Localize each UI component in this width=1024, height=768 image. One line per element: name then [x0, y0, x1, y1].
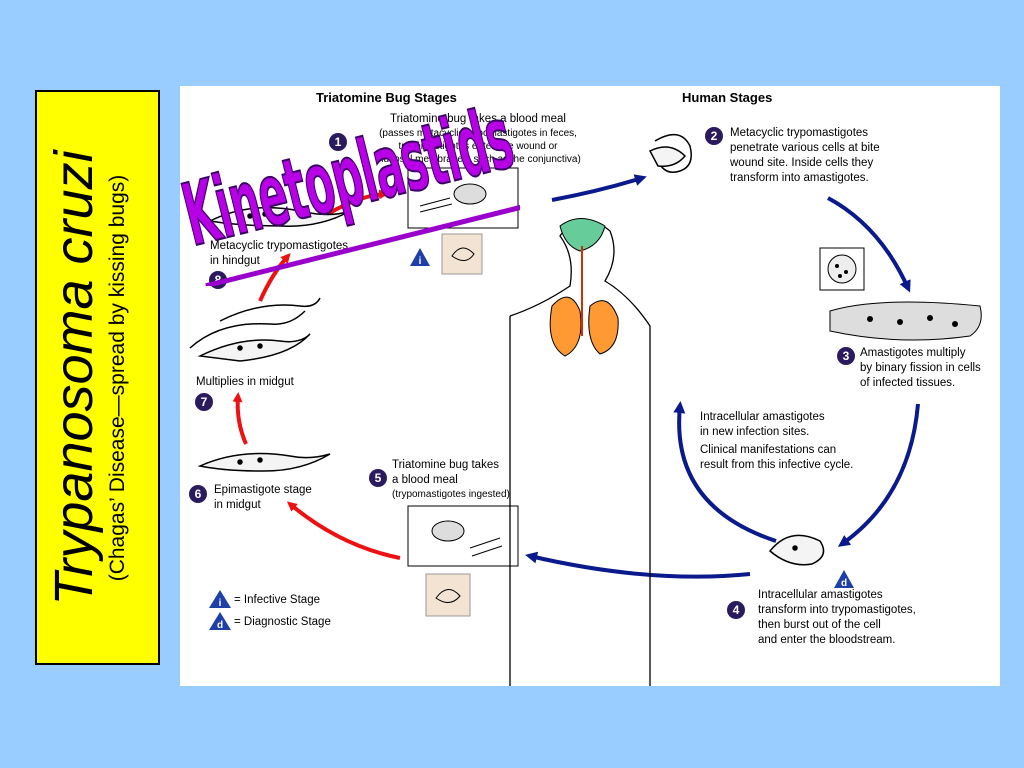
step-2: 2 Metacyclic trypomastigotes penetrate v…	[705, 127, 880, 184]
step-6-line-2: in midgut	[214, 499, 261, 511]
step-1-line-3: trypomastigotes enter bite wound or	[399, 141, 559, 152]
step-2-line-3: wound site. Inside cells they	[729, 157, 873, 169]
step-5-badge	[369, 469, 387, 487]
diagnostic-marker-letter: d	[841, 578, 847, 589]
step-4: 4 Intracellular amastigotes transform in…	[727, 589, 916, 646]
step-1-number: 1	[335, 135, 342, 149]
step-2-line-1: Metacyclic trypomastigotes	[730, 127, 868, 139]
step-7-number: 7	[201, 395, 208, 409]
step-1-line-1: Triatomine bug takes a blood meal	[390, 113, 566, 125]
step-4-line-1: Intracellular amastigotes	[758, 589, 883, 601]
step-3-line-1: Amastigotes multiply	[860, 347, 966, 359]
diagnostic-stage-label: = Diagnostic Stage	[234, 616, 331, 628]
step-5-line-2: a blood meal	[392, 474, 458, 486]
step-1-badge	[329, 133, 347, 151]
step-1-line-2: (passes metacyclic trypomastigotes in fe…	[379, 128, 577, 139]
arrow-6-to-7	[232, 392, 248, 445]
step-3-line-3: of infected tissues.	[860, 377, 955, 389]
step-5-line-3: (trypomastigotes ingested)	[392, 489, 510, 500]
arrow-3-to-4	[837, 403, 920, 547]
header-human-stages: Human Stages	[682, 90, 772, 105]
step-4-number: 4	[733, 603, 740, 617]
step-7: Multiplies in midgut 7	[195, 376, 295, 411]
arrow-reinfection	[673, 401, 777, 543]
step-1-line-4: mucosal membranes, such as the conjuncti…	[375, 154, 581, 165]
life-cycle-svg: Triatomine Bug Stages Human Stages 1 Tri…	[189, 90, 982, 686]
center-line-4: Clinical manifestations can	[700, 444, 836, 456]
step-8-line-1: Metacyclic trypomastigotes	[210, 240, 348, 252]
metacyclic-trypomastigote-drawing	[207, 206, 351, 227]
header-bug-stages: Triatomine Bug Stages	[316, 90, 457, 105]
step-2-line-4: transform into amastigotes.	[730, 172, 869, 184]
infective-stage-label: = Infective Stage	[234, 594, 320, 606]
midgut-parasites-drawing	[189, 297, 321, 362]
step-6-number: 6	[195, 487, 202, 501]
step-3-line-2: by binary fission in cells	[860, 362, 981, 374]
arrow-5-to-6	[286, 501, 401, 560]
bug-bite-inset-top	[407, 167, 519, 275]
step-2-badge	[705, 127, 723, 145]
arrow-1-to-2	[551, 174, 647, 202]
infective-icon-letter: i	[219, 598, 222, 609]
center-line-3: in new infection sites.	[700, 426, 809, 438]
title-panel: Trypanosoma cruzi (Chagas’ Disease—sprea…	[35, 90, 160, 665]
arrow-4-to-5	[525, 551, 751, 579]
diagnostic-marker-icon	[834, 570, 854, 588]
bug-bite-inset-bottom	[407, 505, 519, 617]
step-4-line-3: then burst out of the cell	[758, 619, 881, 631]
step-3: 3 Amastigotes multiply by binary fission…	[837, 347, 981, 389]
organism-name: Trypanosoma cruzi	[43, 149, 104, 606]
kinetoplastids-word: Kinetoplastids	[180, 89, 520, 267]
step-5-number: 5	[375, 471, 382, 485]
step-7-badge	[195, 393, 213, 411]
step-1: 1 Triatomine bug takes a blood meal (pas…	[329, 113, 581, 165]
center-notes: Intracellular amastigotes in new infecti…	[700, 411, 853, 471]
epimastigote-drawing	[197, 452, 331, 472]
step-8-number: 8	[215, 273, 222, 287]
step-2-line-2: penetrate various cells at bite	[730, 142, 880, 154]
trypomastigote-drawing-human	[648, 133, 692, 173]
infective-marker-letter: i	[419, 256, 422, 267]
step-6: 6 Epimastigote stage in midgut	[189, 484, 312, 511]
step-7-line-1: Multiplies in midgut	[196, 376, 295, 388]
step-4-badge	[727, 601, 745, 619]
step-6-line-1: Epimastigote stage	[214, 484, 312, 496]
infective-stage-icon	[209, 590, 231, 608]
kinetoplastids-underline	[205, 204, 520, 286]
center-line-5: result from this infective cycle.	[700, 459, 853, 471]
bloodstream-trypomastigote-drawing	[768, 534, 825, 566]
center-line-2: Intracellular amastigotes	[700, 411, 825, 423]
step-2-number: 2	[711, 129, 718, 143]
step-8: Metacyclic trypomastigotes in hindgut 8	[209, 240, 348, 289]
step-3-badge	[837, 347, 855, 365]
step-4-line-4: and enter the bloodstream.	[758, 634, 895, 646]
kinetoplastids-overlay: Kinetoplastids	[180, 88, 520, 286]
arrow-2-to-3	[827, 196, 911, 293]
infected-cell-drawing	[819, 247, 982, 341]
step-8-line-2: in hindgut	[210, 255, 261, 267]
diagnostic-icon-letter: d	[217, 620, 223, 631]
infective-marker-icon	[410, 248, 430, 266]
legend: i = Infective Stage d = Diagnostic Stage	[209, 590, 331, 631]
step-4-line-2: transform into trypomastigotes,	[758, 604, 916, 616]
life-cycle-diagram: Triatomine Bug Stages Human Stages 1 Tri…	[180, 86, 1000, 686]
step-6-badge	[189, 485, 207, 503]
human-figure-drawing	[509, 218, 651, 686]
step-5: 5 Triatomine bug takes a blood meal (try…	[369, 459, 510, 500]
disease-subtitle: (Chagas’ Disease—spread by kissing bugs)	[105, 174, 129, 581]
diagnostic-stage-icon	[209, 612, 231, 630]
step-5-line-1: Triatomine bug takes	[392, 459, 499, 471]
arrow-7-to-8	[258, 253, 291, 302]
step-3-number: 3	[843, 349, 850, 363]
